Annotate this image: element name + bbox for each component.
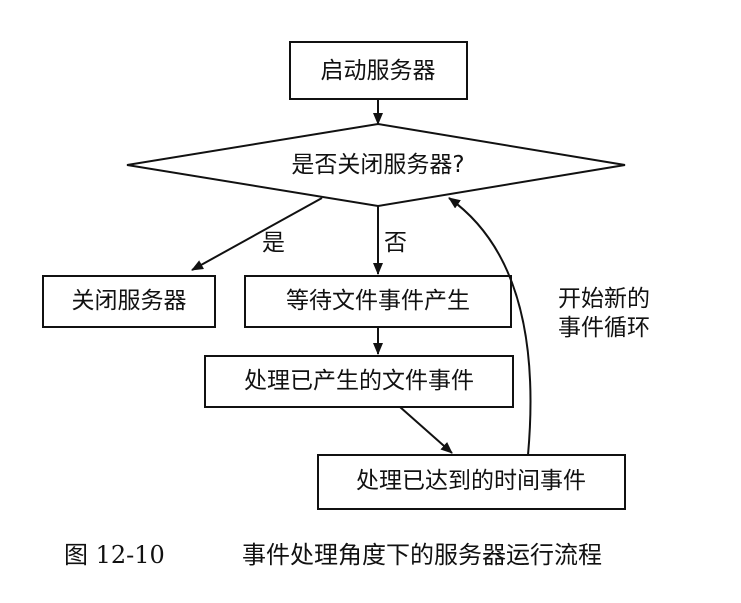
figure-title: 事件处理角度下的服务器运行流程: [242, 541, 602, 569]
close-server-box: [42, 275, 216, 328]
loop-back-arrow: [448, 197, 532, 456]
decision-diamond: [126, 122, 626, 208]
process-file-events-box: [204, 355, 514, 408]
process-file-events-label: 处理已产生的文件事件: [244, 368, 474, 394]
process-time-events-box: [317, 454, 626, 510]
yes-label: 是: [262, 230, 285, 256]
arrow-decision-to-close: [191, 197, 323, 271]
loop-label-line2: 事件循环: [558, 315, 650, 341]
arrow-process-file-to-time: [399, 406, 453, 454]
wait-file-event-box: [244, 275, 512, 328]
wait-file-event-label: 等待文件事件产生: [286, 288, 470, 314]
no-label: 否: [384, 230, 407, 256]
close-server-label: 关闭服务器: [72, 288, 187, 314]
figure-number: 图 12-10: [64, 541, 165, 569]
loop-label-line1: 开始新的: [558, 286, 650, 312]
process-time-events-label: 处理已达到的时间事件: [356, 468, 586, 494]
start-server-box: [289, 41, 468, 100]
decision-label: 是否关闭服务器?: [291, 152, 464, 178]
start-server-label: 启动服务器: [321, 58, 436, 84]
